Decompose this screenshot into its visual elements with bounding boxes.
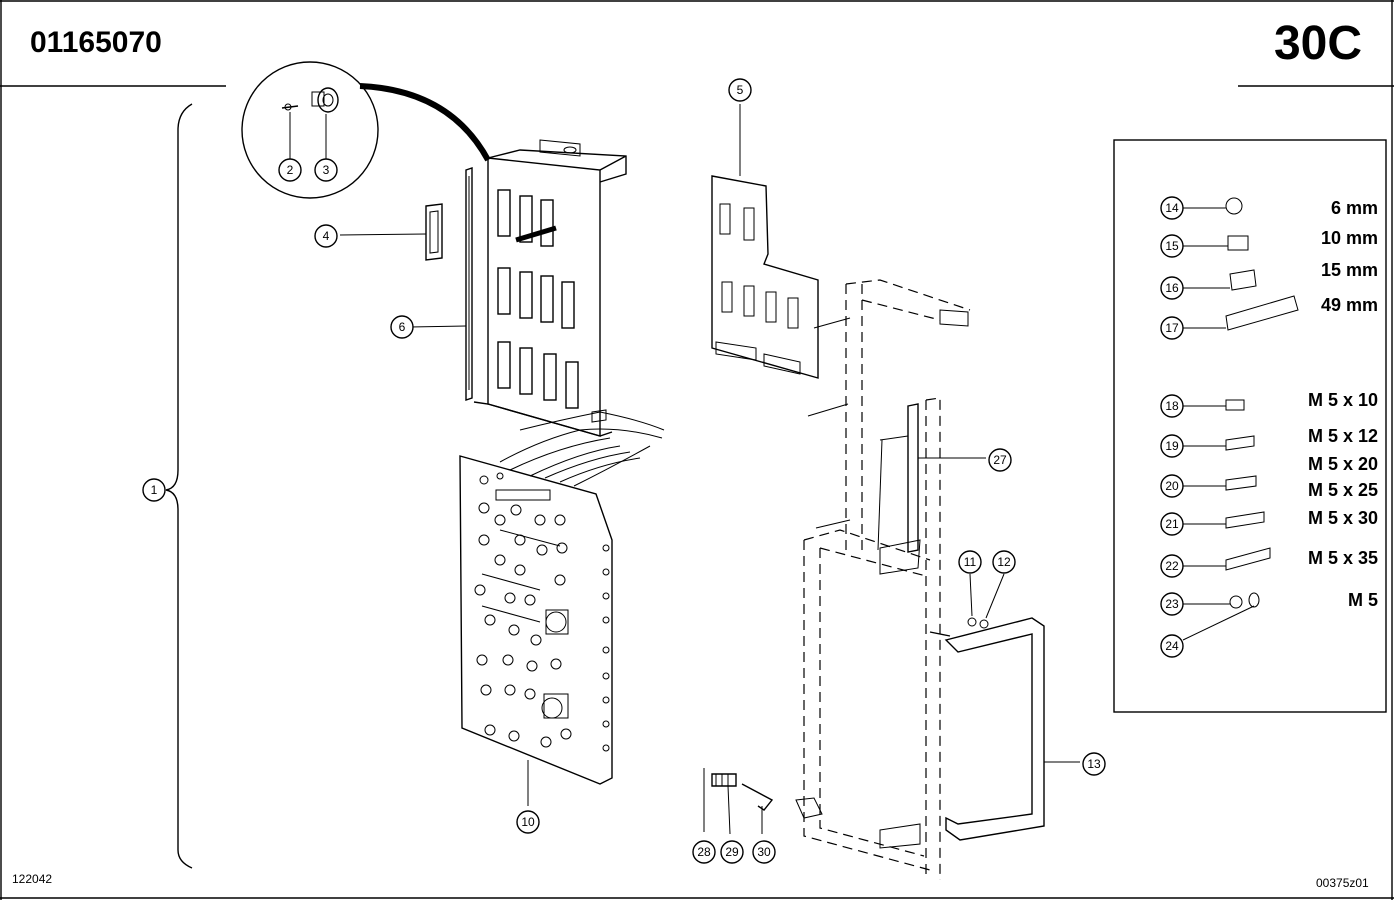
callout-c30: 30 xyxy=(757,845,771,859)
assembly-bracket xyxy=(165,103,193,869)
legend-size-23: M 5 xyxy=(1348,590,1378,610)
callout-c10: 10 xyxy=(521,815,535,829)
callout-c30-circle xyxy=(752,840,776,864)
callout-c10-circle xyxy=(516,810,540,834)
callout-legend-17-circle xyxy=(1160,316,1184,340)
callout-c12: 12 xyxy=(997,555,1011,569)
callout-legend-19-circle xyxy=(1160,434,1184,458)
backplane-chassis xyxy=(473,139,627,437)
callout-legend-18: 18 xyxy=(1165,399,1179,413)
callout-c2-circle xyxy=(278,158,302,182)
callout-legend-15: 15 xyxy=(1165,239,1179,253)
callout-legend-22: 22 xyxy=(1165,559,1179,573)
legend-size-14: 6 mm xyxy=(1331,198,1378,218)
callout-c28: 28 xyxy=(697,845,711,859)
main-circuit-board xyxy=(459,455,613,806)
callout-legend-16: 16 xyxy=(1165,281,1179,295)
mounting-rail xyxy=(339,167,473,401)
footer-right-code: 00375z01 xyxy=(1316,876,1369,890)
lower-frame xyxy=(795,519,931,871)
callout-legend-24: 24 xyxy=(1165,639,1179,653)
callout-c27-circle xyxy=(988,448,1012,472)
callout-c11-circle xyxy=(958,550,982,574)
callout-legend-18-circle xyxy=(1160,394,1184,418)
callout-legend-23-circle xyxy=(1160,592,1184,616)
callout-legend-19: 19 xyxy=(1165,439,1179,453)
callout-legend-15-circle xyxy=(1160,234,1184,258)
callout-c4-circle xyxy=(314,224,338,248)
detail-circle xyxy=(241,61,491,199)
callout-c12-circle xyxy=(992,550,1016,574)
callout-legend-14: 14 xyxy=(1165,201,1179,215)
section-code: 30C xyxy=(1273,17,1362,70)
standoff-icons xyxy=(1225,197,1299,609)
legend-size-20: M 5 x 25 xyxy=(1308,480,1378,500)
legend-size-15: 10 mm xyxy=(1321,228,1378,248)
callout-c5-circle xyxy=(728,78,752,102)
callout-legend-23: 23 xyxy=(1165,597,1179,611)
footer-left-code: 122042 xyxy=(12,872,53,886)
u-bracket xyxy=(929,573,1080,841)
part-number: 01165070 xyxy=(30,26,162,59)
legend-size-18: M 5 x 10 xyxy=(1308,390,1378,410)
callout-c3-circle xyxy=(314,158,338,182)
spring-and-pin xyxy=(703,768,774,835)
callout-c28-circle xyxy=(692,840,716,864)
legend-size-19: M 5 x 12 xyxy=(1308,426,1378,446)
callout-c6: 6 xyxy=(399,320,406,334)
callout-c4: 4 xyxy=(323,229,330,243)
callout-legend-21-circle xyxy=(1160,512,1184,536)
callout-legend-17: 17 xyxy=(1165,321,1179,335)
callout-legend-20-circle xyxy=(1160,474,1184,498)
callout-c11: 11 xyxy=(964,555,977,569)
callout-c29: 29 xyxy=(725,845,739,859)
callout-c29-circle xyxy=(720,840,744,864)
callout-c13-circle xyxy=(1082,752,1106,776)
callout-c6-circle xyxy=(390,315,414,339)
upper-circuit-board xyxy=(711,104,819,379)
callout-legend-16-circle xyxy=(1160,276,1184,300)
callout-c1-circle xyxy=(142,478,166,502)
callout-c2: 2 xyxy=(287,163,294,177)
hardware-legend: 6 mm 10 mm 15 mm 49 mm M 5 x 10 M 5 x 12 M 5 x… xyxy=(1113,139,1387,713)
callout-c5: 5 xyxy=(737,83,744,97)
callout-c1: 1 xyxy=(151,483,158,497)
callout-c13: 13 xyxy=(1087,757,1101,771)
support-frame xyxy=(807,279,986,880)
callout-c27: 27 xyxy=(993,453,1007,467)
callout-legend-20: 20 xyxy=(1165,479,1179,493)
legend-size-17: 49 mm xyxy=(1321,295,1378,315)
legend-size-16: 15 mm xyxy=(1321,260,1378,280)
legend-leader-24 xyxy=(1182,605,1255,641)
legend-size-19b: M 5 x 20 xyxy=(1308,454,1378,474)
legend-size-22: M 5 x 35 xyxy=(1308,548,1378,568)
callout-legend-21: 21 xyxy=(1165,517,1179,531)
callout-legend-22-circle xyxy=(1160,554,1184,578)
callout-legend-14-circle xyxy=(1160,196,1184,220)
callout-c3: 3 xyxy=(323,163,330,177)
callout-legend-24-circle xyxy=(1160,634,1184,658)
legend-size-21: M 5 x 30 xyxy=(1308,508,1378,528)
ribbon-cables xyxy=(499,409,665,487)
